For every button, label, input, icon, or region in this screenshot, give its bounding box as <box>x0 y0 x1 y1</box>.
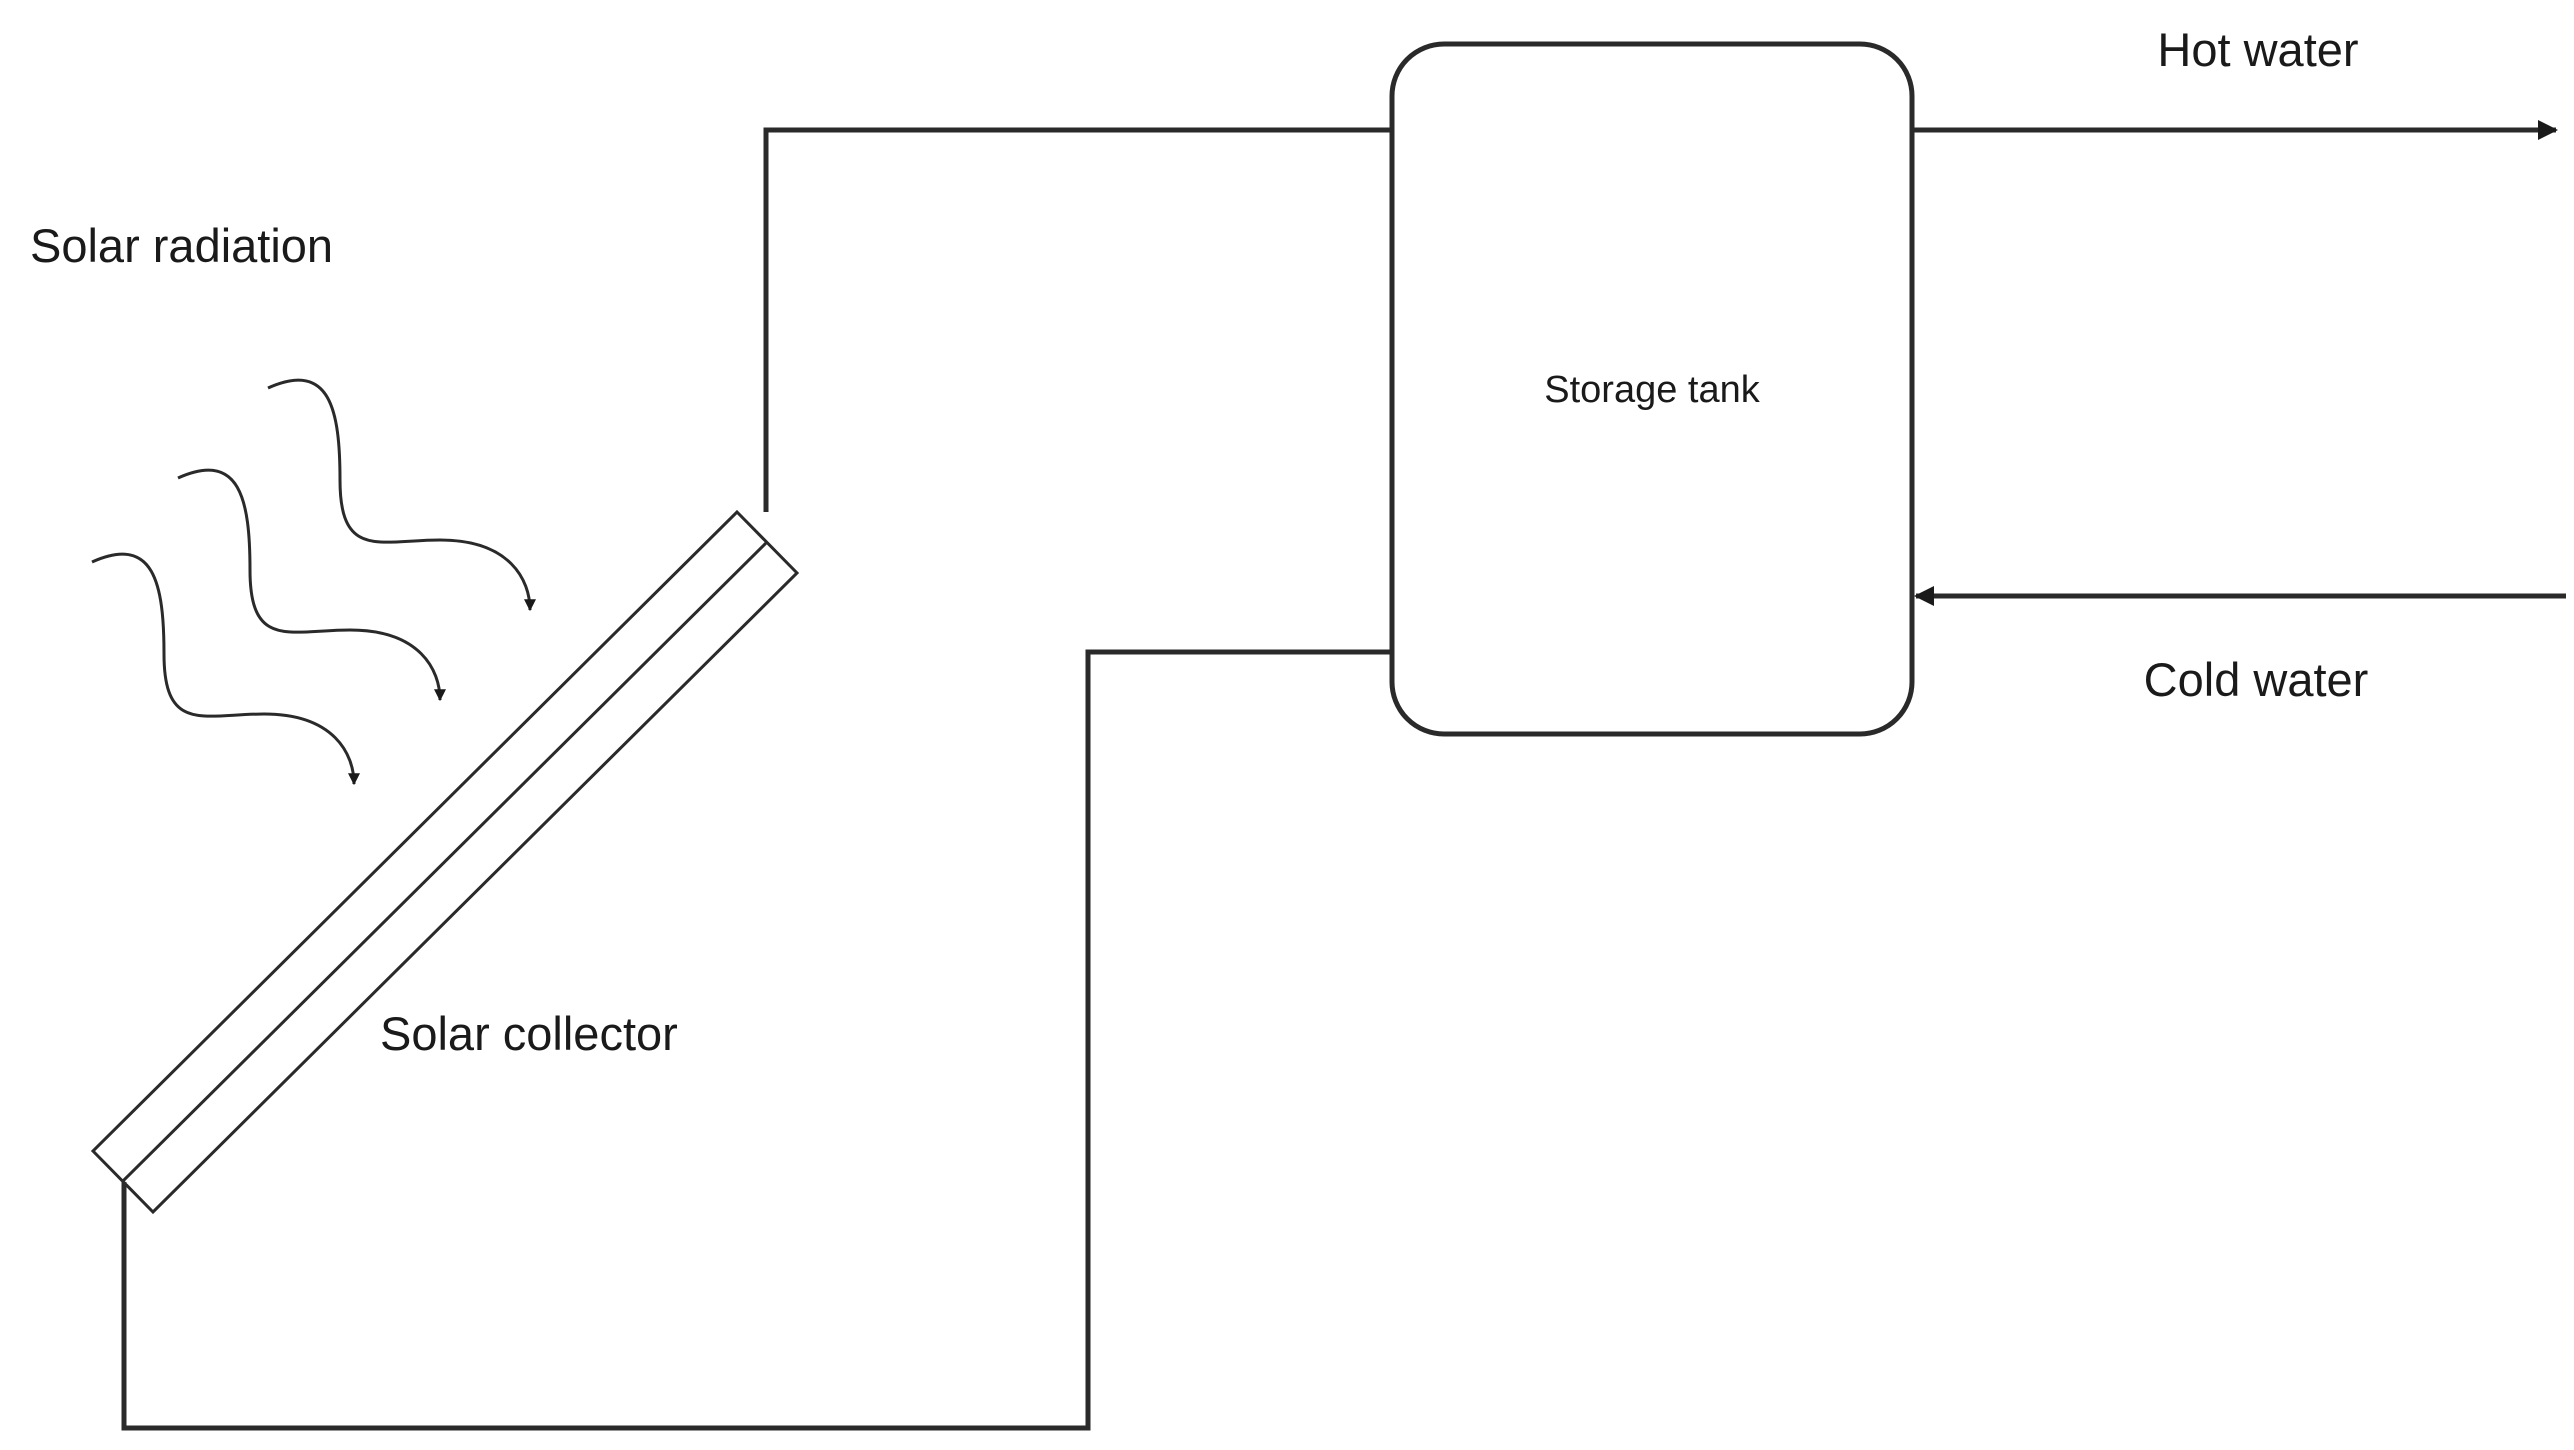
collector-panel-divider <box>121 540 769 1183</box>
radiation-ray-2 <box>177 468 446 702</box>
cold-water-label: Cold water <box>2144 653 2369 706</box>
storage-tank-label: Storage tank <box>1544 369 1760 411</box>
collector-panel-outer <box>90 509 800 1215</box>
radiation-rays <box>91 378 536 786</box>
storage-tank <box>1389 41 1915 737</box>
radiation-ray-3 <box>91 552 360 786</box>
solar-collector-label: Solar collector <box>380 1007 678 1060</box>
solar-collector <box>90 509 800 1215</box>
hot-water-label: Hot water <box>2157 23 2358 76</box>
return-pipe <box>121 649 1392 1431</box>
radiation-ray-1 <box>267 378 536 612</box>
solar-radiation-label: Solar radiation <box>30 219 333 272</box>
hot-pipe-to-tank <box>763 127 1392 512</box>
